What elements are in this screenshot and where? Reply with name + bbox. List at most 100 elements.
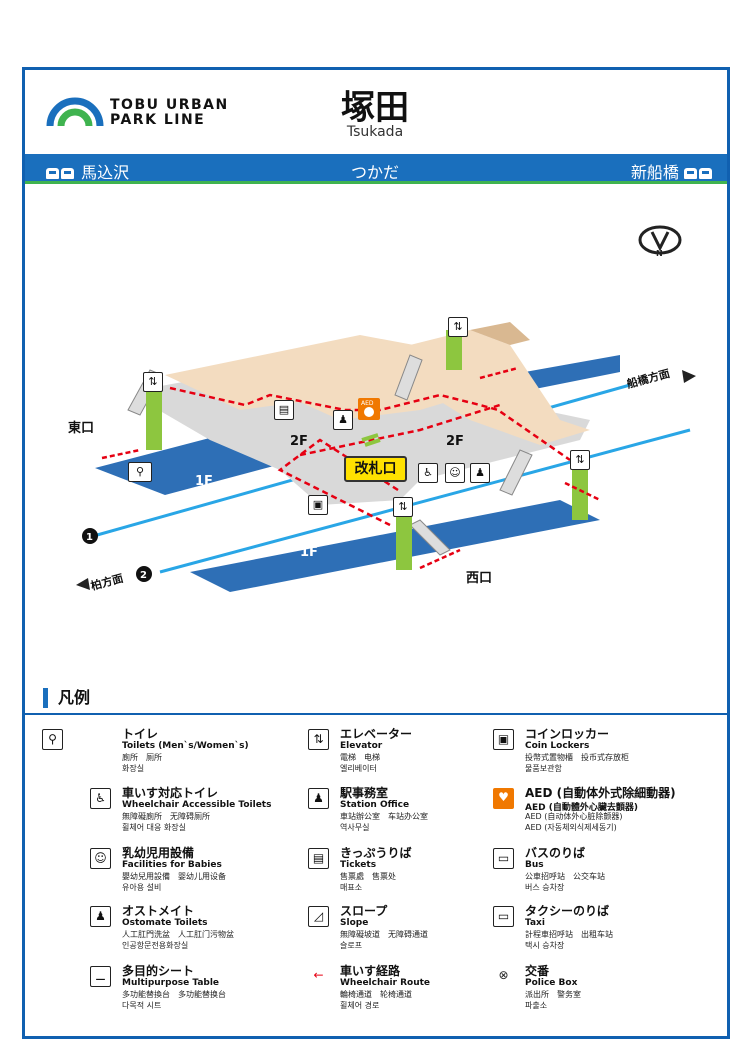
legend-sub2: AED (자동체외식제세동기) — [525, 823, 617, 832]
legend-en: Wheelchair Accessible Toilets — [122, 800, 272, 810]
legend-ja: 車いす経路 — [340, 964, 401, 978]
stairs-west — [409, 519, 451, 556]
legend-en: Elevator — [340, 741, 383, 751]
station-name: 塚田 — [341, 88, 409, 128]
stairs-north — [394, 354, 423, 401]
legend-ja: エレベーター — [340, 727, 413, 741]
elevator-shaft-north — [446, 330, 462, 370]
ostomate-icon: ♟ — [470, 463, 490, 483]
legend-en: Bus — [525, 860, 544, 870]
legend-en: Taxi — [525, 918, 545, 928]
concourse-tan-right — [390, 330, 590, 445]
track-2-badge — [136, 566, 152, 582]
legend-en: Tickets — [340, 860, 377, 870]
direction-funabashi: 船橋方面 — [625, 366, 671, 391]
legend-ja: オストメイト — [122, 904, 195, 918]
legend-sub1: 無障礙廁所 无障碍厕所 — [122, 812, 210, 821]
floor-1f-upper: 1F — [195, 474, 213, 489]
wheelchair-toilet-icon: ♿ — [418, 463, 438, 483]
concourse-tan — [165, 335, 470, 420]
legend-ja: きっぷうりば — [340, 846, 412, 860]
legend-sub2: 버스 승차장 — [525, 883, 565, 892]
legend-sub1: 無障礙坡道 无障碍通道 — [340, 930, 428, 939]
toilet-icon: ⚲ — [128, 462, 152, 482]
logo-text: TOBU URBAN PARK LINE — [110, 98, 229, 128]
legend-ja: スロープ — [340, 904, 388, 918]
train-icon — [684, 168, 697, 179]
aed-tag: AED — [361, 400, 374, 407]
map-frame — [22, 67, 730, 1039]
direction-arrow-kashiwa — [76, 578, 90, 590]
floor-2f-right: 2F — [446, 434, 464, 449]
legend-title: 凡例 — [43, 688, 90, 708]
east-exit-label: 東口 — [68, 420, 94, 436]
legend-sub2: 역사무실 — [340, 823, 370, 832]
coin-locker-icon: ▣ — [493, 729, 514, 750]
logo-line1: TOBU URBAN — [110, 97, 229, 113]
compass-icon: N — [638, 225, 682, 258]
legend-ja: バスのりば — [525, 846, 586, 860]
train-icon — [46, 168, 59, 179]
legend-sub1: 車站辦公室 车站办公室 — [340, 812, 428, 821]
legend-en: Ostomate Toilets — [122, 918, 208, 928]
prev-station-label: 馬込沢 — [81, 163, 130, 182]
legend-sub1: 公車招呼站 公交车站 — [525, 872, 605, 881]
route-arrow-south — [564, 481, 601, 502]
legend-sub2: 물품보관함 — [525, 764, 562, 773]
legend-sub2: 휠체어 대응 화장실 — [122, 823, 186, 832]
legend-ja: 車いす対応トイレ — [122, 786, 219, 800]
elevator-icon: ⇅ — [308, 729, 329, 750]
station-office-icon: ♟ — [308, 788, 329, 809]
elevator-icon: ⇅ — [448, 317, 468, 337]
toilet-icon: ⚲ — [42, 729, 63, 750]
tobu-logo-icon — [46, 97, 104, 127]
legend-en: AED (自動體外心臟去顫器) — [525, 803, 638, 813]
floor-2f-left: 2F — [290, 434, 308, 449]
legend-sub1: 廁所 厕所 — [122, 753, 162, 762]
track-line-2 — [159, 428, 691, 574]
legend-sub2: 화장실 — [122, 764, 145, 773]
elevator-shaft-east — [146, 390, 162, 450]
legend-sub2: 매표소 — [340, 883, 363, 892]
station-reading: つかだ — [350, 163, 399, 182]
legend-sub1: 嬰幼兒用設備 婴幼儿用设备 — [122, 872, 226, 881]
next-station-label: 新船橋 — [630, 163, 679, 182]
legend-sub1: 售票處 售票处 — [340, 872, 396, 881]
legend-en: Slope — [340, 918, 369, 928]
legend-en: Police Box — [525, 978, 578, 988]
concourse-tan-far — [470, 322, 530, 345]
legend-ja: 駅事務室 — [340, 786, 389, 800]
legend-sub1: 派出所 警务室 — [525, 990, 581, 999]
route-arrow-north — [479, 366, 519, 380]
station-roman: Tsukada — [346, 124, 404, 140]
direction-arrow-funabashi — [682, 370, 696, 383]
legend-sub2: 슬로프 — [340, 941, 363, 950]
legend-sub1: 計程車招呼站 出租车站 — [525, 930, 613, 939]
track-2-number: 2 — [140, 570, 147, 581]
wheelchair-route-icon: ← — [308, 966, 329, 987]
prev-station: 馬込沢 — [46, 159, 129, 183]
legend-ja: 乳幼児用設備 — [122, 846, 195, 860]
legend-sub2: 엘리베이터 — [340, 764, 377, 773]
route-arrow-east — [101, 448, 141, 460]
elevator-shaft-south — [572, 465, 588, 520]
west-exit-label: 西口 — [466, 571, 492, 586]
legend-ja: 多目的シート — [122, 964, 195, 978]
floor-1f-lower: 1F — [300, 545, 318, 560]
legend-en: Wheelchair Route — [340, 978, 431, 988]
compass-n: N — [656, 249, 663, 258]
wheelchair-toilet-icon: ♿ — [90, 788, 111, 809]
bus-icon: ▭ — [493, 848, 514, 869]
tickets-icon: ▤ — [308, 848, 329, 869]
coin-locker-icon: ▣ — [308, 495, 328, 515]
legend-sub2: 휠체어 경로 — [340, 1001, 380, 1010]
baby-facilities-icon: ☺ — [90, 848, 111, 869]
legend-sub1: AED (自动体外心脏除颤器) — [525, 812, 623, 821]
legend-sub2: 다목적 시트 — [122, 1001, 162, 1010]
baby-facilities-icon: ☺ — [445, 463, 465, 483]
direction-kashiwa: 柏方面 — [89, 571, 124, 593]
legend-en: Station Office — [340, 800, 410, 810]
track-1-number: 1 — [86, 532, 93, 543]
legend-ja: 交番 — [525, 964, 550, 978]
legend-en: Facilities for Babies — [122, 860, 222, 870]
